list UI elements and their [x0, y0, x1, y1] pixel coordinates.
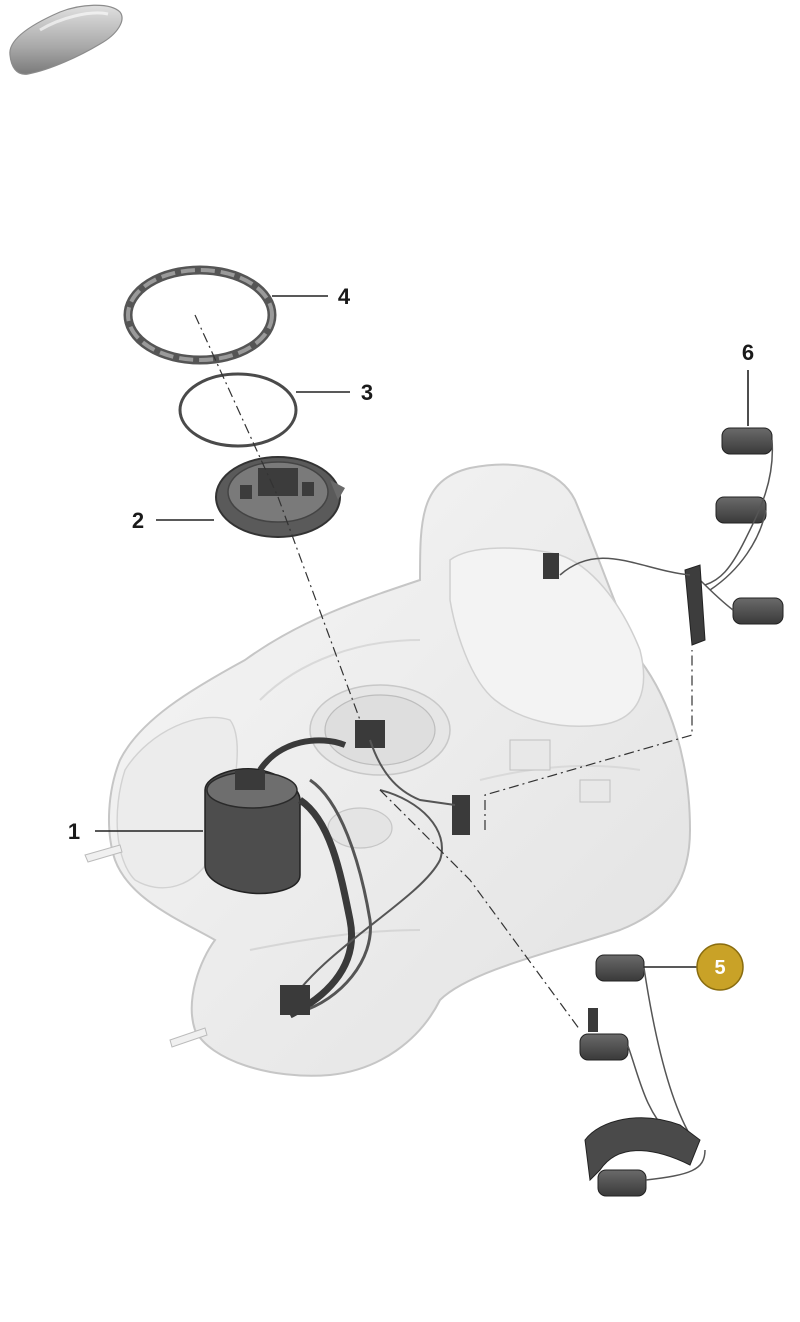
- callout-3[interactable]: 3: [361, 380, 373, 405]
- callout-6[interactable]: 6: [742, 340, 754, 365]
- callout-2[interactable]: 2: [132, 508, 144, 533]
- fuel-pump-module[interactable]: [204, 720, 470, 1019]
- callout-leaders: [95, 295, 749, 968]
- callout-highlight-badge: [696, 943, 744, 991]
- callout-label: 1: [68, 819, 80, 844]
- level-sender-right[interactable]: [543, 427, 784, 646]
- assembly-lines: [194, 314, 693, 1031]
- callout-label: 6: [742, 340, 754, 365]
- callout-5-highlighted[interactable]: 5: [696, 943, 744, 991]
- locking-ring[interactable]: [123, 265, 277, 365]
- callout-label: 3: [361, 380, 373, 405]
- callout-label: 5: [714, 957, 725, 979]
- car-silhouette-icon[interactable]: [9, 4, 123, 75]
- callout-label: 2: [132, 508, 144, 533]
- callout-label: 4: [338, 284, 351, 309]
- flange-cover[interactable]: [215, 456, 345, 538]
- callout-4[interactable]: 4: [338, 284, 351, 309]
- seal-ring[interactable]: [178, 372, 298, 448]
- callout-1[interactable]: 1: [68, 819, 80, 844]
- fuel-tank: [84, 463, 692, 1077]
- level-sender-left[interactable]: [579, 954, 706, 1197]
